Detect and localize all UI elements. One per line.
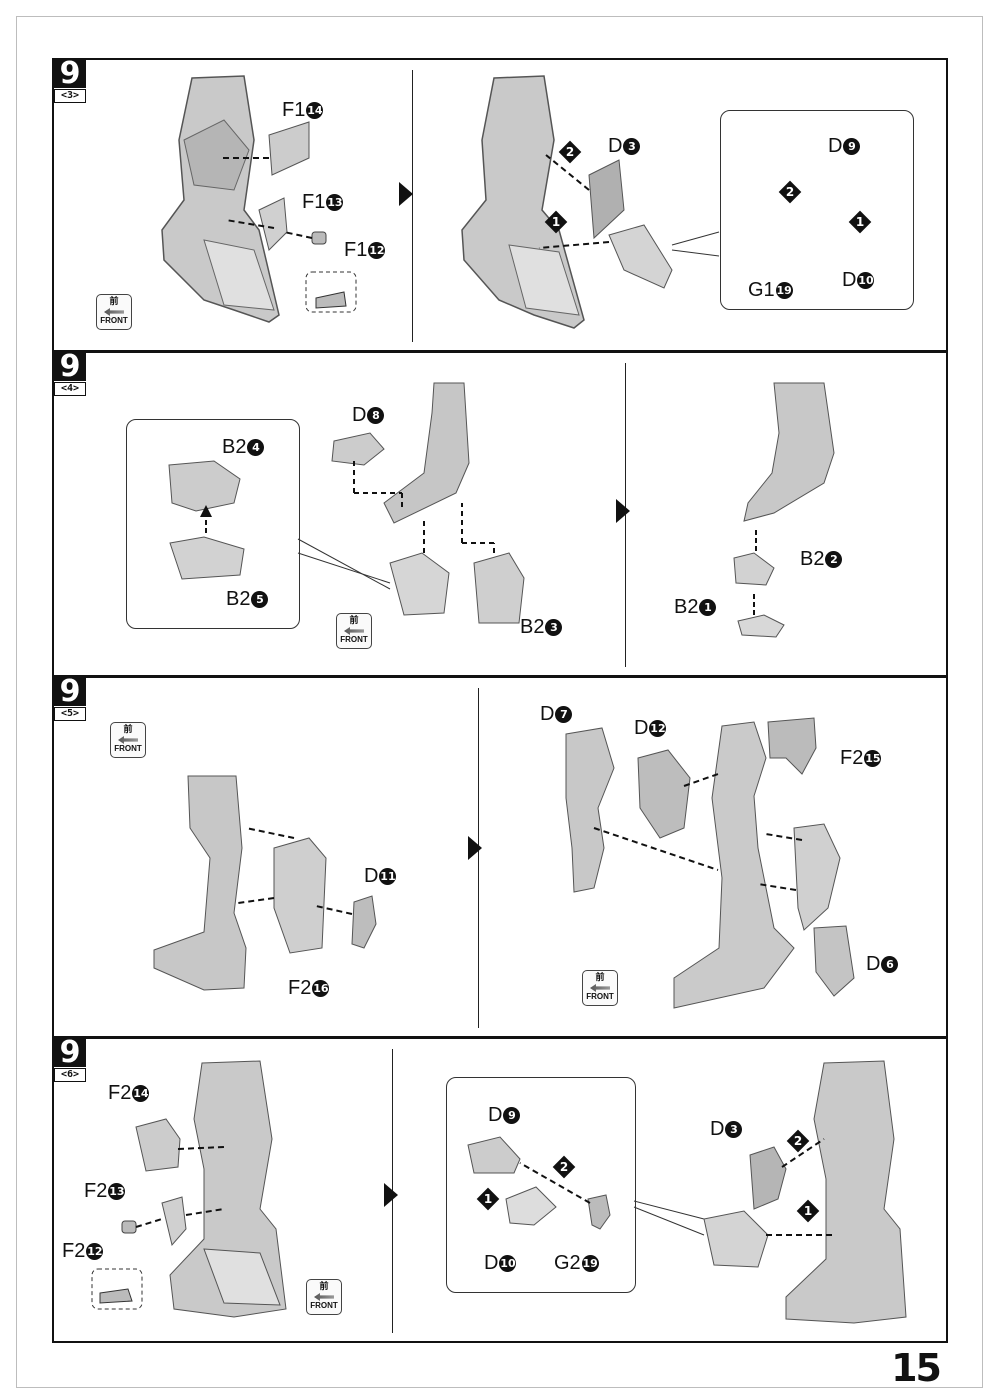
order-mark: 1 bbox=[476, 1187, 500, 1211]
next-stage-arrow bbox=[399, 182, 413, 206]
page-number: 15 bbox=[891, 1346, 942, 1390]
detail-inset bbox=[446, 1077, 636, 1293]
step-number: 9 bbox=[54, 60, 86, 89]
order-mark: 1 bbox=[796, 1199, 820, 1223]
step-number: 9 bbox=[54, 353, 86, 382]
order-mark: 1 bbox=[848, 210, 872, 234]
step-number: 9 bbox=[54, 678, 86, 707]
leg-part-drawing bbox=[153, 717, 855, 1009]
order-mark: 1 bbox=[544, 210, 568, 234]
order-mark: 2 bbox=[552, 1155, 576, 1179]
manual-page-frame bbox=[16, 16, 983, 1388]
step-badge: 9 <4> bbox=[54, 353, 88, 396]
step-badge: 9 <6> bbox=[54, 1039, 88, 1082]
sub-step-number: <5> bbox=[54, 707, 86, 721]
detail-inset bbox=[720, 110, 914, 310]
step-number: 9 bbox=[54, 1039, 86, 1068]
order-mark: 2 bbox=[558, 140, 582, 164]
sub-step-number: <6> bbox=[54, 1068, 86, 1082]
sub-step-number: <3> bbox=[54, 89, 86, 103]
step-badge: 9 <3> bbox=[54, 60, 88, 103]
sub-step-number: <4> bbox=[54, 382, 86, 396]
leg-part-drawing bbox=[91, 1060, 907, 1324]
next-stage-arrow bbox=[468, 836, 482, 860]
panel-divider bbox=[412, 70, 413, 342]
detail-inset bbox=[126, 419, 300, 629]
order-mark: 2 bbox=[786, 1129, 810, 1153]
order-mark: 2 bbox=[778, 180, 802, 204]
foot-part-drawing bbox=[168, 382, 835, 638]
next-stage-arrow bbox=[616, 499, 630, 523]
next-stage-arrow bbox=[384, 1183, 398, 1207]
step-badge: 9 <5> bbox=[54, 678, 88, 721]
